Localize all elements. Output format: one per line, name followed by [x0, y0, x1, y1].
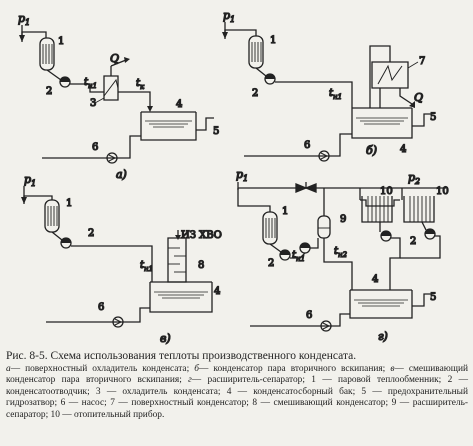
heating-device-2-g [404, 196, 434, 222]
num-5-b: 5 [430, 112, 436, 123]
num-9-g: 9 [340, 214, 346, 225]
num-6-b: 6 [304, 140, 310, 151]
panel-a: p1 1 2 tн1 3 Q tк 4 5 [17, 11, 220, 181]
num-3-a: 3 [90, 98, 96, 109]
p1-label-v: p1 [24, 173, 36, 188]
caption-title-line: Рис. 8-5. Схема использования теплоты пр… [6, 349, 468, 363]
num-5-a: 5 [213, 126, 219, 137]
panel-label-g: г) [378, 330, 388, 343]
caption-legend: 1 — паровой теплообменник; 2 — конденсат… [6, 375, 468, 420]
num-8-v: 8 [198, 260, 204, 271]
p1-label-b: p1 [223, 9, 235, 24]
panel-label-a: а) [116, 168, 127, 181]
condensate-tank-v [150, 282, 212, 312]
p2-label-g: p2 [408, 171, 420, 186]
caption-item-a-text: — поверхностный охладитель конденсата; [10, 364, 190, 374]
num-6-a: 6 [92, 142, 98, 153]
panel-g: p1 p2 1 2 tн1 9 tн2 [235, 167, 449, 343]
caption-item-g-text: — расширитель-сепаратор; [191, 375, 305, 386]
num-10-g-2: 10 [436, 186, 449, 197]
caption-item-v-text: — смешивающий конденсатор пара вторичног… [6, 364, 469, 386]
panel-label-b: б) [366, 144, 377, 157]
num-6-g: 6 [306, 310, 312, 321]
caption-body: а— поверхностный охладитель конденсата; … [6, 364, 468, 421]
num-4-a: 4 [176, 99, 182, 110]
p1-label-g: p1 [236, 168, 248, 183]
caption-prefix: Рис. 8-5. [6, 350, 48, 362]
num-4-v: 4 [214, 286, 220, 297]
caption-item-a-key: а [6, 364, 11, 374]
panel-label-v: в) [160, 332, 171, 345]
tn2-label-g: tн2 [334, 246, 348, 259]
condensate-tank-g [350, 290, 412, 318]
condensate-tank-b [352, 108, 412, 138]
pump-g [321, 321, 331, 331]
pump-a [107, 153, 117, 163]
surface-condenser-b [372, 62, 408, 88]
steam-heat-exchanger-b [249, 36, 263, 68]
num-7-b: 7 [419, 56, 425, 67]
tn1-label-a: tн1 [84, 77, 97, 90]
num-2-a: 2 [46, 86, 52, 97]
condensate-scheme-figure: p1 1 2 tн1 3 Q tк 4 5 [17, 8, 449, 346]
num-2-b: 2 [252, 88, 258, 99]
num-2-g: 2 [268, 258, 274, 269]
num-1-v: 1 [66, 198, 72, 209]
heating-device-1-g [362, 196, 392, 222]
num-5-g: 5 [430, 292, 436, 303]
tk-label-a: tк [136, 78, 145, 91]
q-label-a: Q [110, 52, 119, 65]
caption-item-b-text: — конденсатор пара вторичного вскипания; [198, 364, 386, 374]
hvo-label-v: ИЗ ХВО [181, 230, 222, 241]
num-6-v: 6 [98, 302, 104, 313]
pump-v [113, 317, 123, 327]
num-1-a: 1 [58, 36, 64, 47]
num-4-b: 4 [400, 144, 406, 155]
tn1-label-b: tн1 [329, 88, 342, 101]
q-label-b: Q [414, 91, 423, 104]
num-2-g-2: 2 [410, 236, 416, 247]
caption-item-b-key: б [194, 364, 199, 374]
panel-b: p1 1 2 tн1 7 Q 4 5 6 б) [222, 8, 437, 161]
expander-separator-g [318, 216, 330, 238]
num-1-g: 1 [282, 206, 288, 217]
num-2-v: 2 [88, 228, 94, 239]
figure-caption: Рис. 8-5. Схема использования теплоты пр… [6, 349, 468, 421]
pump-b [319, 151, 329, 161]
caption-item-v-key: в [390, 364, 395, 374]
mixing-condenser-v [168, 238, 186, 282]
tn1-label-v: tн1 [140, 260, 153, 273]
num-1-b: 1 [270, 35, 276, 46]
tn1-label-g: tн1 [292, 250, 305, 263]
p1-label-a: p1 [18, 12, 30, 27]
caption-item-g-key: г [188, 375, 192, 386]
condensate-tank-a [141, 112, 196, 140]
panel-v: p1 1 2 tн1 8 ИЗ ХВО 4 6 в) [21, 172, 222, 346]
num-10-g-1: 10 [380, 186, 393, 197]
caption-title: Схема использования теплоты производстве… [50, 350, 357, 362]
num-4-g: 4 [372, 274, 378, 285]
